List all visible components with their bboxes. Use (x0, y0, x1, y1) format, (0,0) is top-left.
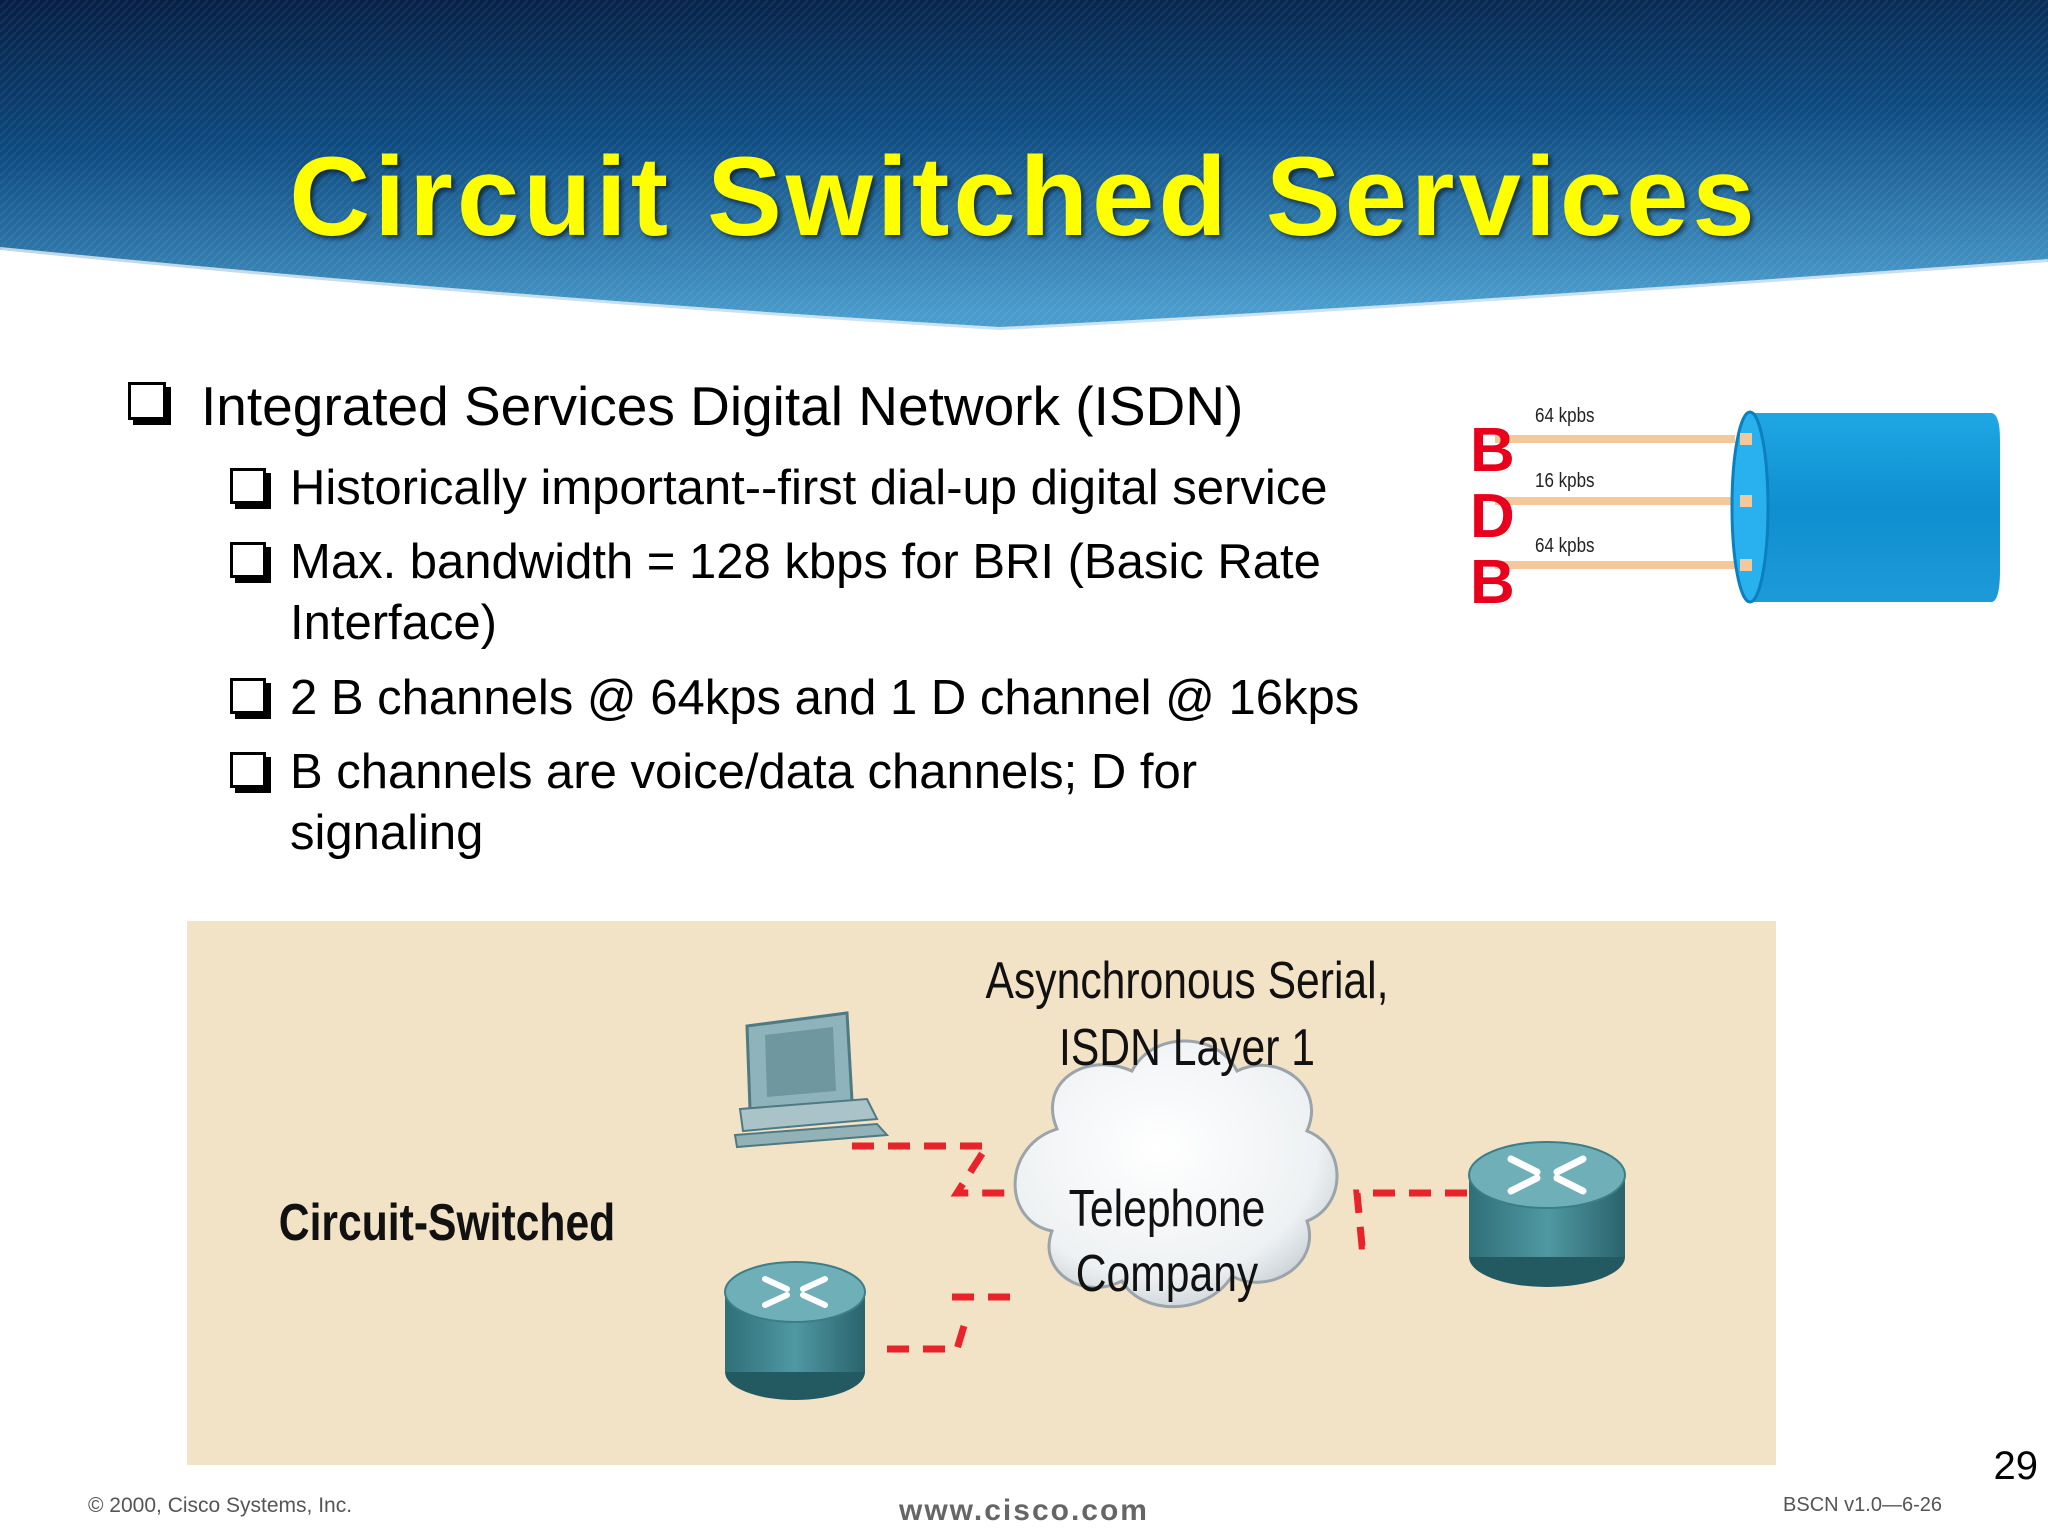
checkbox-bullet-icon (230, 752, 266, 788)
link-caption-line1: Asynchronous Serial, (985, 952, 1389, 1010)
page-number: 29 (1993, 1444, 2039, 1488)
b-channel-wire (1495, 561, 1735, 569)
link-router-cloud (887, 1293, 1012, 1353)
b-channel-wire (1495, 435, 1735, 443)
bullet-main-text: Integrated Services Digital Network (ISD… (201, 375, 1244, 437)
circuit-switched-figure: Circuit-Switched Asynchronous Serial, IS… (187, 921, 1776, 1465)
channel-rate: 64 kpbs (1535, 535, 1595, 557)
bullet-sub-text: Max. bandwidth = 128 kbps for BRI (Basic… (290, 535, 1321, 650)
router-icon (724, 1261, 866, 1400)
bullet-sub-text: Historically important--first dial-up di… (290, 461, 1328, 515)
checkbox-bullet-icon (230, 468, 266, 504)
link-caption-line2: ISDN Layer 1 (1059, 1019, 1315, 1077)
telephone-company-cloud-icon (1013, 1039, 1339, 1309)
channel-letter: B (1470, 416, 1515, 485)
channel-rate: 16 kpbs (1535, 470, 1595, 492)
cloud-label-line2: Company (1075, 1245, 1259, 1303)
footer-copyright: © 2000, Cisco Systems, Inc. (88, 1494, 353, 1517)
channel-letter: D (1470, 482, 1515, 551)
d-channel-wire (1495, 497, 1735, 505)
header-background (0, 0, 2048, 334)
link-cloud-router (1353, 1189, 1467, 1250)
router-icon (1468, 1141, 1626, 1287)
channel-rate: 64 kpbs (1535, 405, 1595, 427)
link-workstation-cloud (852, 1142, 1007, 1197)
circuit-switched-label: Circuit-Switched (278, 1194, 616, 1252)
checkbox-bullet-icon (230, 678, 266, 714)
cloud-label-line1: Telephone (1068, 1180, 1266, 1238)
channel-letter: B (1470, 548, 1515, 617)
network-diagram (724, 1011, 1626, 1400)
footer-course-code: BSCN v1.0—6-26 (1783, 1494, 1942, 1516)
header-banner: Circuit Switched Services (0, 0, 2048, 360)
bullet-sub-text: B channels are voice/data channels; D fo… (290, 745, 1198, 860)
footer-url[interactable]: www.cisco.com (899, 1494, 1149, 1527)
bullet-sub-text: 2 B channels @ 64kps and 1 D channel @ 1… (290, 671, 1360, 725)
checkbox-bullet-icon (128, 382, 166, 420)
checkbox-bullet-icon (230, 542, 266, 578)
isdn-channel-diagram: B D B 64 kpbs 16 kpbs 64 kpbs (1440, 395, 2020, 635)
workstation-icon (733, 1011, 890, 1149)
slide-title: Circuit Switched Services (289, 134, 1759, 259)
cable-icon (1495, 410, 2000, 604)
dashed-links (852, 1142, 1467, 1353)
